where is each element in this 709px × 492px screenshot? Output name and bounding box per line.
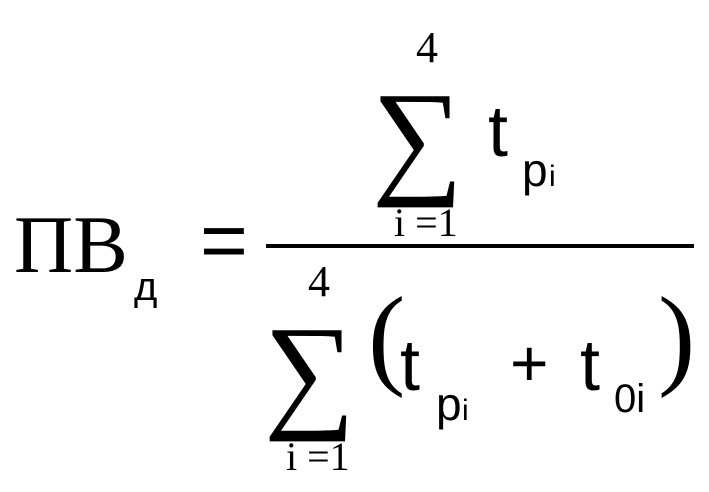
denominator-term1-subscript: p xyxy=(436,378,462,430)
numerator-lower-limit: i =1 xyxy=(394,200,458,245)
denominator-term2-symbol: t xyxy=(580,326,600,406)
denominator-term1-symbol: t xyxy=(400,326,420,406)
numerator-upper-limit: 4 xyxy=(416,23,438,72)
numerator-sum-symbol: ∑ xyxy=(372,66,463,208)
denominator-lower-limit: i =1 xyxy=(286,434,350,479)
denominator-term1-sub-subscript: i xyxy=(462,394,469,427)
numerator-term-sub-subscript: i xyxy=(549,160,556,193)
numerator-term-subscript: p xyxy=(522,144,548,196)
numerator-term-symbol: t xyxy=(488,92,508,172)
denominator-sum-symbol: ∑ xyxy=(264,300,355,442)
denominator-plus-sign: + xyxy=(510,326,549,400)
denominator-term2-subscript: 0i xyxy=(614,377,645,421)
denominator-upper-limit: 4 xyxy=(308,257,330,306)
lhs-symbol: ПВ xyxy=(14,199,128,290)
equals-sign: = xyxy=(200,195,248,286)
denominator-close-paren: ) xyxy=(658,275,695,399)
lhs-subscript: д xyxy=(134,265,157,309)
denominator-open-paren: ( xyxy=(368,275,405,399)
